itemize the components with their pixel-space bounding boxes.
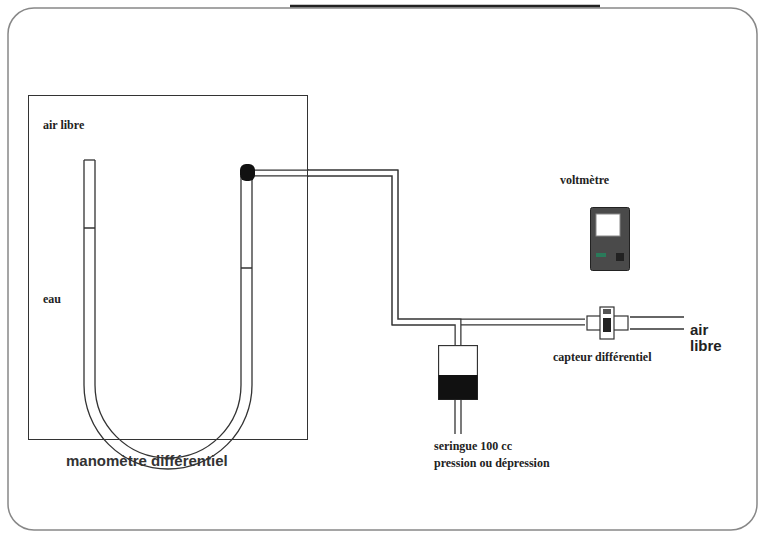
syringe-rod [455,400,461,434]
tube-cap [240,164,255,181]
node-label: air libre [43,118,84,132]
tube-stub [248,173,310,174]
frame [8,8,757,530]
water-level [84,227,95,229]
node-text: eau [43,292,61,306]
node-label: capteur différentiel [553,350,652,364]
syringe-shape [438,345,478,400]
voltmeter: voltmètre [590,207,630,271]
differential-sensor: capteur différentiel [585,304,630,342]
u-tube [84,160,252,469]
tube-wall [308,173,458,345]
node-label: seringue 100 cc [434,439,512,453]
tube-bore [308,173,458,345]
sensor-shape [585,304,630,342]
voltmeter-shape [590,207,630,271]
tube-connector [308,173,458,345]
node-text: pression ou dépression [434,456,550,470]
tube-wall [308,173,585,322]
tube-connector [308,173,585,322]
open-air-label: air libre [690,322,730,354]
manometer-panel: air libreeaumanomètre différentiel [28,95,308,440]
node-label: voltmètre [560,173,609,187]
node-text: manomètre différentiel [66,452,228,470]
top-bar [290,5,600,8]
tube-bore [308,173,585,322]
syringe: seringue 100 ccpression ou dépression [438,345,478,400]
open-air-pipe [630,317,684,329]
water-level [241,267,252,269]
